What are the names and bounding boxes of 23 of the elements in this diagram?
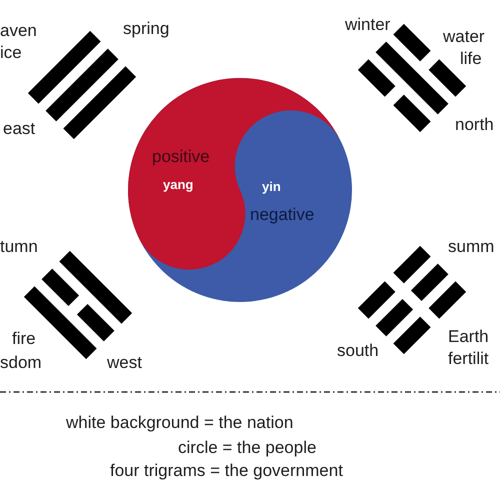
trigram-label: fertilit bbox=[448, 350, 489, 369]
legend-text: white background = the nation bbox=[66, 414, 294, 433]
trigram-label: life bbox=[460, 50, 482, 69]
circle-label: positive bbox=[152, 148, 210, 167]
trigram-label: winter bbox=[345, 16, 390, 35]
circle-label: negative bbox=[250, 206, 314, 225]
trigram-label: fire bbox=[12, 330, 36, 349]
circle-label: yang bbox=[163, 178, 194, 192]
trigram-label: south bbox=[337, 342, 379, 361]
trigram-label: water bbox=[443, 28, 485, 47]
trigram-label: east bbox=[3, 120, 36, 139]
trigram-label: north bbox=[455, 116, 494, 135]
trigram-label: ice bbox=[0, 44, 22, 63]
trigram-label: spring bbox=[123, 20, 170, 39]
legend-text: four trigrams = the government bbox=[110, 462, 343, 481]
circle-label: yin bbox=[262, 180, 281, 194]
trigram-label: Earth bbox=[448, 328, 489, 347]
trigram-label: tumn bbox=[0, 238, 38, 257]
trigram-label: aven bbox=[0, 22, 37, 41]
legend-text: circle = the people bbox=[178, 439, 316, 458]
trigram-label: sdom bbox=[0, 354, 42, 373]
trigram-label: west bbox=[107, 354, 142, 373]
trigram-label: summ bbox=[448, 238, 494, 257]
